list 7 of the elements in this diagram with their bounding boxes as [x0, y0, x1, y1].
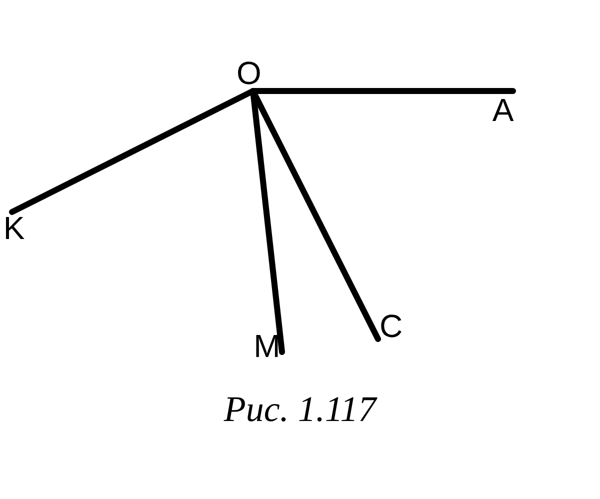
- point-label: A: [491, 94, 515, 126]
- point-label: O: [236, 57, 262, 89]
- point-label: K: [2, 212, 26, 244]
- point-label: M: [252, 330, 282, 362]
- figure-caption: Рис. 1.117: [222, 388, 378, 430]
- line-segment: [250, 88, 381, 342]
- point-label: C: [378, 310, 404, 342]
